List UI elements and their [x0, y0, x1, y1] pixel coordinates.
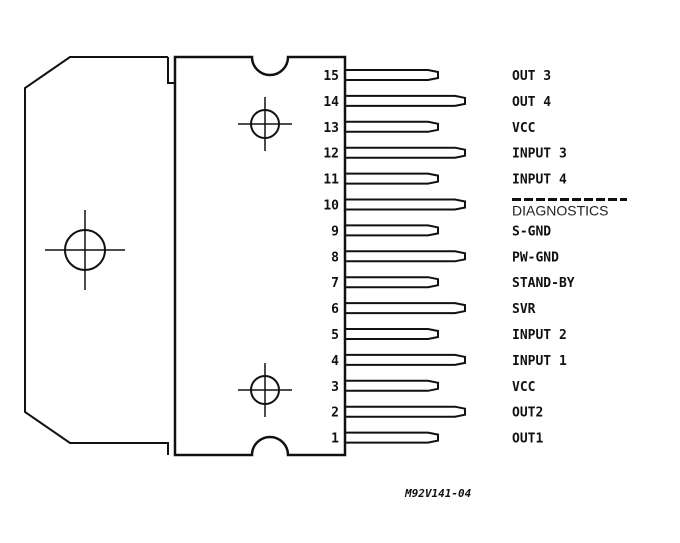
pin-label: INPUT 1	[512, 354, 567, 369]
pin-lead	[345, 69, 439, 81]
pin-number: 11	[323, 173, 339, 188]
crosshair-large-icon	[45, 210, 125, 290]
package-body	[173, 55, 347, 457]
pin-number: 15	[323, 69, 339, 84]
pin-lead	[345, 276, 439, 289]
pin-9: 9 S-GND	[331, 224, 551, 239]
pin-lead	[345, 302, 466, 315]
pin-15: 15 OUT 3	[323, 69, 551, 84]
pin-lead	[345, 94, 466, 107]
pin-lead	[345, 146, 466, 159]
crosshair-bottom-icon	[238, 363, 292, 417]
pin-4: 4 INPUT 1	[331, 354, 567, 369]
pin-label: OUT 3	[512, 69, 551, 84]
pin-2: 2 OUT2	[331, 405, 543, 421]
pin-7: 7 STAND-BY	[331, 276, 575, 291]
pin-number: 10	[323, 199, 339, 214]
pin-14: 14 OUT 4	[323, 94, 551, 110]
pin-lead	[345, 353, 466, 366]
pin-label: STAND-BY	[512, 276, 575, 291]
pin-lead	[345, 431, 439, 444]
crosshair-top-icon	[238, 97, 292, 151]
pin-number: 5	[331, 328, 339, 343]
pin-lead	[345, 250, 466, 263]
pin-label: OUT 4	[512, 95, 551, 110]
pin-number: 7	[331, 276, 339, 291]
pin-label: VCC	[512, 121, 535, 136]
pin-label: SVR	[512, 302, 536, 317]
pin-number: 13	[323, 121, 339, 136]
pin-11: 11 INPUT 4	[323, 172, 567, 188]
pin-lead	[345, 224, 439, 237]
pin-number: 2	[331, 406, 339, 421]
pin-lead	[345, 405, 466, 418]
pin-lead	[345, 379, 439, 392]
pin-number: 8	[331, 250, 339, 265]
pin-label: INPUT 3	[512, 147, 567, 162]
pin-label: S-GND	[512, 224, 551, 239]
heatsink-tab	[24, 56, 175, 455]
pin-number: 3	[331, 380, 339, 395]
pin-lead	[345, 328, 439, 340]
pin-6: 6 SVR	[331, 302, 536, 317]
pin-number: 14	[323, 95, 339, 110]
pin-10: 10 DIAGNOSTICS	[323, 198, 627, 219]
pin-13: 13 VCC	[323, 120, 535, 136]
pin-number: 6	[331, 302, 339, 317]
pin-lead	[345, 120, 439, 133]
pin-label: VCC	[512, 380, 535, 395]
pin-lead	[345, 172, 439, 185]
pin-8: 8 PW-GND	[331, 250, 559, 265]
pin-label: DIAGNOSTICS	[512, 203, 608, 219]
pin-label: INPUT 2	[512, 328, 567, 343]
pin-3: 3 VCC	[331, 380, 535, 395]
pin-label: OUT1	[512, 432, 543, 447]
pin-number: 12	[323, 147, 339, 162]
pin-lead	[345, 198, 466, 211]
pin-label: OUT2	[512, 406, 543, 421]
pin-number: 9	[331, 224, 339, 239]
pin-1: 1 OUT1	[331, 431, 543, 447]
pin-5: 5 INPUT 2	[331, 328, 567, 343]
pin-label: INPUT 4	[512, 173, 567, 188]
pin-number: 4	[331, 354, 339, 369]
pin-number: 1	[331, 432, 339, 447]
figure-code: M92V141-04	[404, 487, 472, 500]
pin-12: 12 INPUT 3	[323, 147, 566, 162]
pin-label: PW-GND	[512, 250, 559, 265]
